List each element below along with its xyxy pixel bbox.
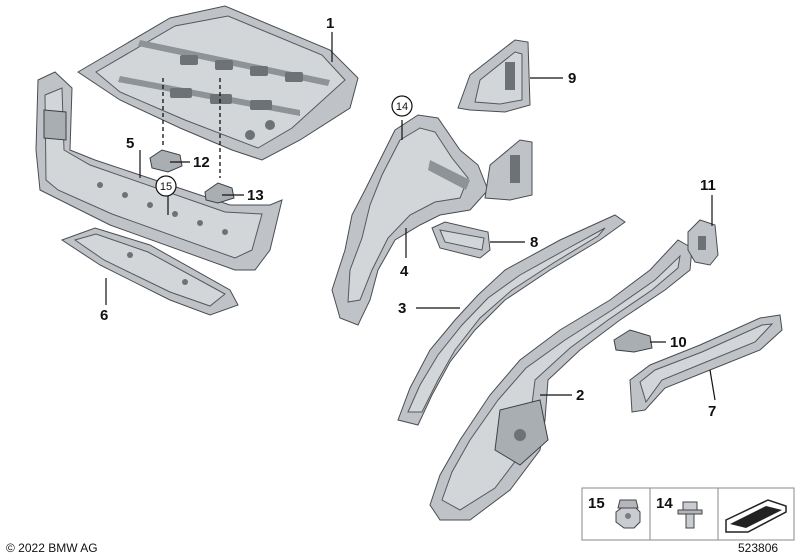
bracket-12-part [149, 149, 183, 173]
rear-rail-extension-part [629, 314, 783, 413]
circled-callout-14: 14 [391, 95, 413, 117]
trim-bracket-8-part [431, 221, 491, 259]
wheel-arch-part [331, 114, 489, 326]
circled-callout-15: 15 [155, 175, 177, 197]
callout-6: 6 [100, 307, 108, 324]
part-silhouette-icon [725, 499, 787, 533]
callout-1: 1 [326, 15, 334, 32]
legend-number-15: 15 [588, 495, 605, 512]
callout-11: 11 [700, 177, 716, 194]
callout-8: 8 [530, 234, 538, 251]
bracket-13-part [204, 182, 235, 204]
support-bracket-lower-part [484, 139, 533, 201]
bracket-11-part [687, 219, 719, 266]
svg-text:15: 15 [160, 181, 172, 193]
side-frame-part [429, 239, 693, 521]
diagram-number: 523806 [738, 541, 778, 555]
callout-7: 7 [708, 403, 716, 420]
hex-nut-icon [615, 499, 641, 529]
callout-12: 12 [193, 154, 210, 171]
callout-9: 9 [568, 70, 576, 87]
svg-text:14: 14 [396, 101, 408, 113]
callout-10: 10 [670, 334, 687, 351]
bolt-icon [677, 501, 703, 529]
callout-4: 4 [400, 263, 409, 280]
floor-panel-part [77, 5, 359, 161]
callout-5: 5 [126, 135, 134, 152]
legend: 15 14 [581, 487, 795, 541]
bracket-10-part [613, 329, 653, 353]
copyright-text: © 2022 BMW AG [6, 541, 98, 555]
rear-crossmember-part [35, 71, 283, 271]
callout-3: 3 [398, 300, 406, 317]
callout-2: 2 [576, 387, 584, 404]
lower-crossmember-part [60, 227, 239, 316]
callout-13: 13 [247, 187, 264, 204]
support-bracket-9-part [457, 39, 531, 113]
side-rail-part [397, 214, 626, 426]
legend-number-14: 14 [656, 495, 673, 512]
